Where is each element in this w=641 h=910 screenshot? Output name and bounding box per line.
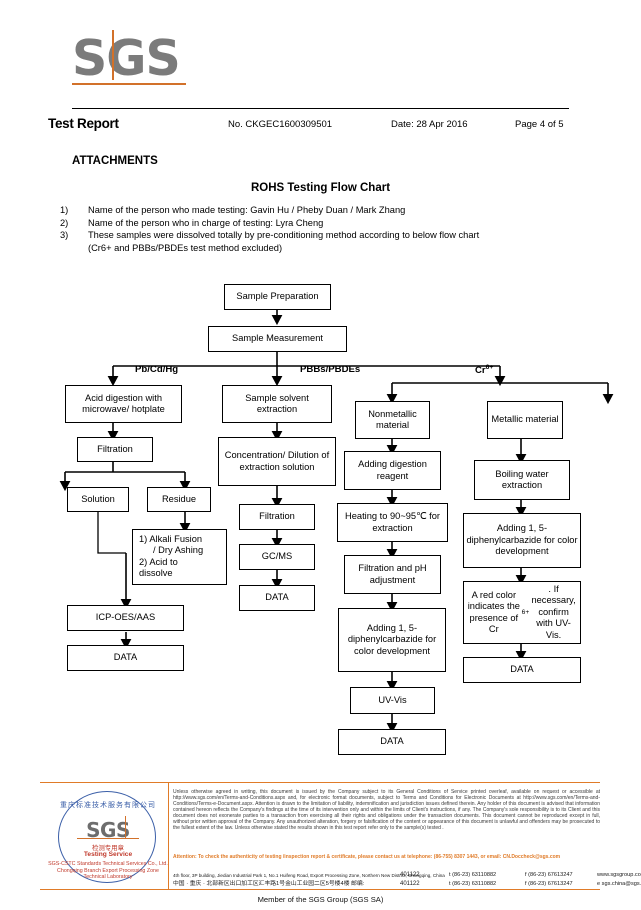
legal-disclaimer: Unless otherwise agreed in writing, this… bbox=[173, 789, 600, 832]
node-metallic-material[interactable]: Metallic material bbox=[487, 401, 563, 439]
sgs-logo-text: SGS bbox=[72, 30, 181, 87]
page-title: Test Report bbox=[48, 116, 119, 131]
node-filtration-1[interactable]: Filtration bbox=[77, 437, 153, 462]
address-row-en: 4th floor, 3P building, Jiedian Industri… bbox=[173, 871, 641, 880]
report-number: No. CKGEC1600309501 bbox=[228, 119, 333, 130]
member-line: Member of the SGS Group (SGS SA) bbox=[257, 895, 384, 904]
stamp-cn-line-3: SGS-CSTC Standards Technical Services Co… bbox=[48, 861, 168, 867]
alkali-line-4: dissolve bbox=[139, 568, 173, 579]
address-row-cn: 中国 · 重庆 · 北部新区出口加工区汇丰路1号金山工业园二区5号楼4楼 邮编:… bbox=[173, 880, 641, 889]
footer-vertical-rule bbox=[168, 782, 170, 890]
note-text: Name of the person who made testing: Gav… bbox=[88, 205, 406, 215]
node-filtration-2[interactable]: Filtration bbox=[239, 504, 315, 530]
address-fax-en: f (86-23) 67613247 bbox=[525, 872, 573, 878]
attention-notice[interactable]: Attention: To check the authenticity of … bbox=[173, 854, 561, 860]
branch-label-cr6: Cr6+ bbox=[475, 364, 494, 377]
note-number: 3) bbox=[60, 230, 69, 241]
node-residue[interactable]: Residue bbox=[147, 487, 211, 512]
footer-bottom-rule bbox=[40, 889, 600, 891]
note-item: 1) Name of the person who made testing: … bbox=[60, 204, 600, 217]
node-boiling-water-extraction[interactable]: Boiling water extraction bbox=[474, 460, 570, 500]
address-tel-en: t (86-23) 63110882 bbox=[449, 872, 497, 878]
note-number: 1) bbox=[60, 205, 69, 215]
node-data-2[interactable]: DATA bbox=[239, 585, 315, 611]
stamp-sgs-vrule bbox=[125, 816, 127, 838]
branch-label-pb-cd-hg: Pb/Cd/Hg bbox=[135, 364, 179, 375]
node-heating-extraction[interactable]: Heating to 90~95℃ for extraction bbox=[337, 503, 448, 542]
note-number: 2) bbox=[60, 217, 69, 228]
notes-list: 1) Name of the person who made testing: … bbox=[60, 204, 600, 254]
node-filtration-ph-adjustment[interactable]: Filtration and pH adjustment bbox=[344, 555, 441, 594]
node-concentration-dilution[interactable]: Concentration/ Dilution of extraction so… bbox=[218, 437, 336, 486]
node-uv-vis[interactable]: UV-Vis bbox=[350, 687, 435, 714]
note-item: 2) Name of the person who in charge of t… bbox=[60, 217, 600, 230]
node-alkali-fusion[interactable]: 1) Alkali Fusion / Dry Ashing 2) Acid to… bbox=[132, 529, 227, 585]
alkali-line-1: 1) Alkali Fusion bbox=[139, 534, 203, 544]
address-en: 4th floor, 3P building, Jiedian Industri… bbox=[173, 873, 445, 878]
node-icp-oes-aas[interactable]: ICP-OES/AAS bbox=[67, 605, 184, 631]
node-sample-preparation[interactable]: Sample Preparation bbox=[224, 284, 331, 310]
branch-label-pbbs-pbdes: PBBs/PBDEs bbox=[300, 364, 361, 375]
node-solution[interactable]: Solution bbox=[67, 487, 129, 512]
address-website[interactable]: www.sgsgroup.com.cn bbox=[597, 872, 641, 878]
address-email[interactable]: e sgs.china@sgs.com bbox=[597, 881, 641, 887]
stamp-cn-line-1: 检测专用章 bbox=[92, 845, 124, 852]
node-acid-digestion[interactable]: Acid digestion with microwave/ hotplate bbox=[65, 385, 182, 423]
address-zip-en: 401122 bbox=[400, 872, 420, 878]
footer-top-rule bbox=[40, 782, 600, 784]
node-data-3[interactable]: DATA bbox=[338, 729, 446, 755]
stamp-sgs-hrule bbox=[77, 838, 139, 840]
note-item: 3) These samples were dissolved totally … bbox=[60, 229, 600, 254]
flow-chart-title: ROHS Testing Flow Chart bbox=[250, 182, 391, 194]
alkali-line-3: 2) Acid to bbox=[139, 556, 178, 567]
logo-horizontal-rule bbox=[72, 83, 186, 85]
node-red-color-note[interactable]: A red color indicates the presence of Cr… bbox=[463, 581, 581, 644]
sgs-logo: SGS bbox=[72, 33, 187, 85]
node-nonmetallic-material[interactable]: Nonmetallic material bbox=[355, 401, 430, 439]
node-sample-solvent-extraction[interactable]: Sample solvent extraction bbox=[222, 385, 332, 423]
sgs-testing-service-stamp: 重庆标准技术服务有限公司 SGS 检测专用章 Testing Service S… bbox=[48, 788, 168, 886]
note-text: These samples were dissolved totally by … bbox=[88, 230, 480, 241]
node-adding-digestion-reagent[interactable]: Adding digestion reagent bbox=[344, 451, 441, 490]
stamp-cn-line-4: Chongqing Branch Export Processing Zone … bbox=[57, 868, 159, 880]
logo-vertical-rule bbox=[112, 30, 114, 80]
page-number: Page 4 of 5 bbox=[515, 119, 564, 130]
attachments-heading: ATTACHMENTS bbox=[72, 155, 158, 167]
node-sample-measurement[interactable]: Sample Measurement bbox=[208, 326, 347, 352]
stamp-cn-line-2: Testing Service bbox=[83, 851, 133, 858]
stamp-arc-text: 重庆标准技术服务有限公司 bbox=[60, 802, 156, 809]
address-block: 4th floor, 3P building, Jiedian Industri… bbox=[173, 871, 641, 889]
note-text: Name of the person who in charge of test… bbox=[88, 217, 324, 228]
node-data-4[interactable]: DATA bbox=[463, 657, 581, 683]
address-zip-cn: 401122 bbox=[400, 881, 420, 887]
address-cn: 中国 · 重庆 · 北部新区出口加工区汇丰路1号金山工业园二区5号楼4楼 邮编: bbox=[173, 881, 365, 887]
header-divider bbox=[72, 108, 569, 109]
address-tel-cn: t (86-23) 63110882 bbox=[449, 881, 497, 887]
report-date: Date: 28 Apr 2016 bbox=[391, 119, 468, 130]
address-fax-cn: f (86-23) 67613247 bbox=[525, 881, 573, 887]
node-adding-dpc-2[interactable]: Adding 1, 5-diphenylcarbazide for color … bbox=[463, 513, 581, 568]
node-data-1[interactable]: DATA bbox=[67, 645, 184, 671]
node-gc-ms[interactable]: GC/MS bbox=[239, 544, 315, 570]
stamp-circle bbox=[58, 791, 156, 883]
alkali-line-2: / Dry Ashing bbox=[153, 545, 204, 556]
note-subtext: (Cr6+ and PBBs/PBDEs test method exclude… bbox=[88, 242, 283, 253]
node-adding-dpc-1[interactable]: Adding 1, 5-diphenylcarbazide for color … bbox=[338, 608, 446, 672]
